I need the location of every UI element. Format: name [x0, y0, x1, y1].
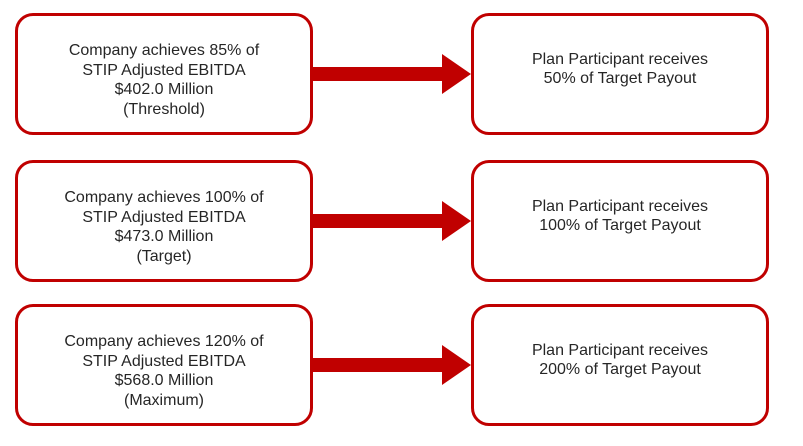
condition-line: (Threshold) — [123, 100, 205, 118]
condition-line: $402.0 Million — [114, 81, 214, 98]
condition-line: STIP Adjusted EBITDA — [82, 352, 246, 370]
condition-box-threshold: Company achieves 85% of STIP Adjusted EB… — [15, 13, 313, 135]
flow-row-maximum: Company achieves 120% of STIP Adjusted E… — [0, 304, 803, 426]
right-arrow-icon — [313, 345, 471, 385]
result-line: Plan Participant receives — [531, 50, 709, 68]
condition-line: Company achieves 120% of — [64, 333, 264, 350]
flow-row-threshold: Company achieves 85% of STIP Adjusted EB… — [0, 13, 803, 135]
result-line: 100% of Target Payout — [539, 217, 701, 234]
condition-line: STIP Adjusted EBITDA — [82, 208, 246, 226]
condition-line: (Maximum) — [124, 391, 204, 409]
result-line: Plan Participant receives — [531, 197, 709, 215]
condition-line: Company achieves 100% of — [64, 189, 264, 206]
result-box-threshold: Plan Participant receives 50% of Target … — [471, 13, 769, 135]
result-line: 50% of Target Payout — [543, 70, 697, 87]
result-line: 200% of Target Payout — [539, 361, 701, 378]
result-line: Plan Participant receives — [531, 341, 709, 359]
flow-row-target: Company achieves 100% of STIP Adjusted E… — [0, 160, 803, 282]
right-arrow-icon — [313, 201, 471, 241]
condition-line: Company achieves 85% of — [68, 42, 260, 59]
condition-box-maximum: Company achieves 120% of STIP Adjusted E… — [15, 304, 313, 426]
result-box-target: Plan Participant receives 100% of Target… — [471, 160, 769, 282]
condition-box-target: Company achieves 100% of STIP Adjusted E… — [15, 160, 313, 282]
right-arrow-icon — [313, 54, 471, 94]
condition-line: STIP Adjusted EBITDA — [82, 61, 246, 79]
condition-line: $568.0 Million — [114, 372, 214, 389]
result-box-maximum: Plan Participant receives 200% of Target… — [471, 304, 769, 426]
condition-line: (Target) — [136, 247, 192, 265]
condition-line: $473.0 Million — [114, 228, 214, 245]
